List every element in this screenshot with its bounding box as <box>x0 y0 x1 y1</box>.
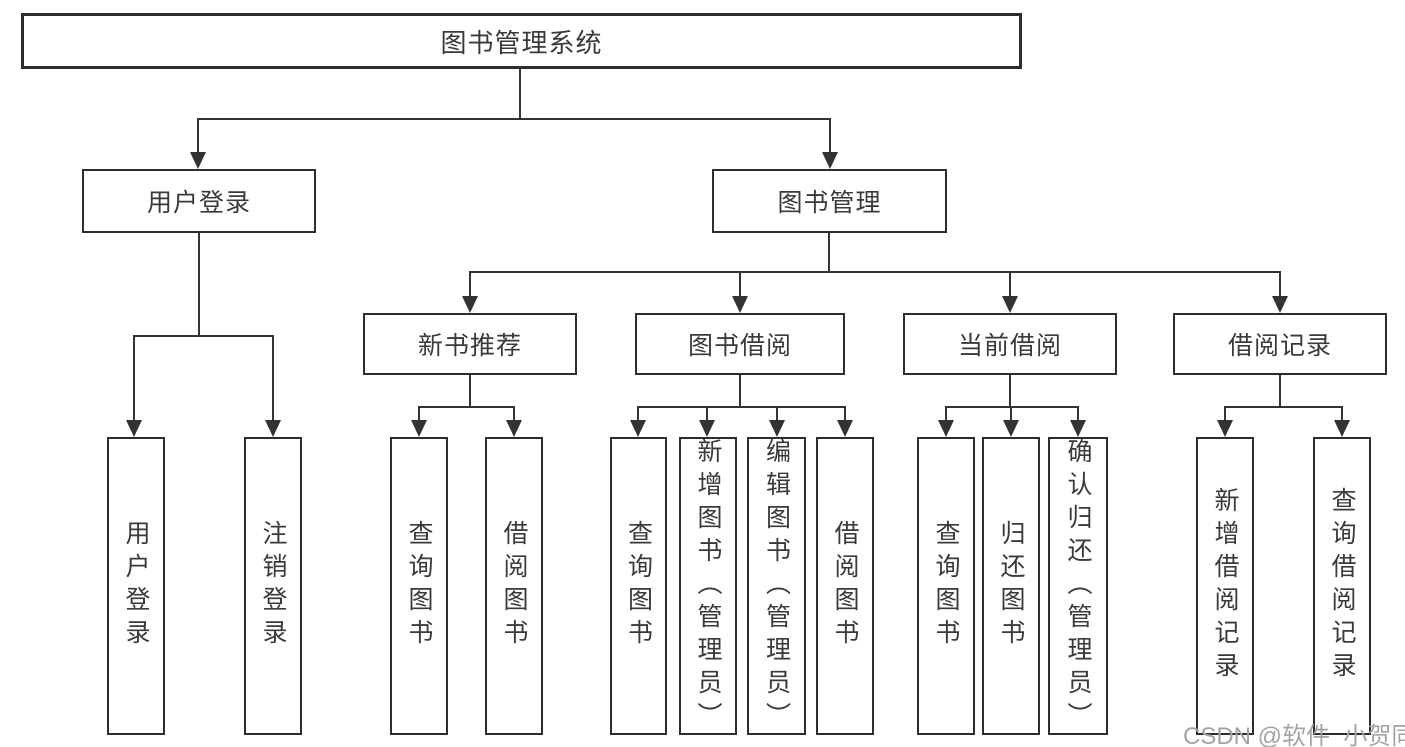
leaf-confirm-return-admin-label: 确认归还（管理员） <box>1064 437 1092 735</box>
leaf-query-books-borrowing-label: 查询图书 <box>624 520 653 652</box>
csdn-watermark: CSDN @软件_小贺同学 <box>1183 723 1405 747</box>
leaf-logout: 注销登录 <box>244 437 302 735</box>
leaf-edit-books-admin: 编辑图书（管理员） <box>747 437 806 735</box>
node-borrowing-records: 借阅记录 <box>1173 313 1387 375</box>
leaf-user-login-label: 用户登录 <box>122 520 150 652</box>
node-library-management-system: 图书管理系统 <box>21 13 1022 69</box>
leaf-query-books-recommend: 查询图书 <box>390 437 448 735</box>
leaf-query-borrow-record-label: 查询借阅记录 <box>1328 487 1356 685</box>
leaf-query-books-current-label: 查询图书 <box>932 520 960 652</box>
leaf-borrow-books-recommend-label: 借阅图书 <box>500 520 528 652</box>
node-book-management: 图书管理 <box>712 169 947 233</box>
leaf-query-borrow-record: 查询借阅记录 <box>1313 437 1371 735</box>
leaf-add-books-admin: 新增图书（管理员） <box>679 437 737 735</box>
leaf-return-books: 归还图书 <box>982 437 1040 735</box>
leaf-query-books-borrowing: 查询图书 <box>610 437 667 735</box>
leaf-confirm-return-admin: 确认归还（管理员） <box>1048 437 1108 735</box>
leaf-user-login: 用户登录 <box>107 437 165 735</box>
leaf-add-borrow-record: 新增借阅记录 <box>1196 437 1254 735</box>
leaf-borrow-books-borrowing: 借阅图书 <box>816 437 874 735</box>
node-book-borrowing: 图书借阅 <box>635 313 845 375</box>
leaf-borrow-books-borrowing-label: 借阅图书 <box>831 520 859 652</box>
node-current-borrowing: 当前借阅 <box>903 313 1117 375</box>
leaf-add-books-admin-label: 新增图书（管理员） <box>694 437 722 735</box>
leaf-edit-books-admin-label: 编辑图书（管理员） <box>762 437 791 735</box>
leaf-logout-label: 注销登录 <box>259 520 287 652</box>
leaf-borrow-books-recommend: 借阅图书 <box>485 437 543 735</box>
leaf-add-borrow-record-label: 新增借阅记录 <box>1211 487 1239 685</box>
node-user-login: 用户登录 <box>82 169 316 233</box>
node-new-book-recommend: 新书推荐 <box>363 313 577 375</box>
leaf-query-books-current: 查询图书 <box>917 437 975 735</box>
leaf-query-books-recommend-label: 查询图书 <box>405 520 433 652</box>
leaf-return-books-label: 归还图书 <box>997 520 1025 652</box>
